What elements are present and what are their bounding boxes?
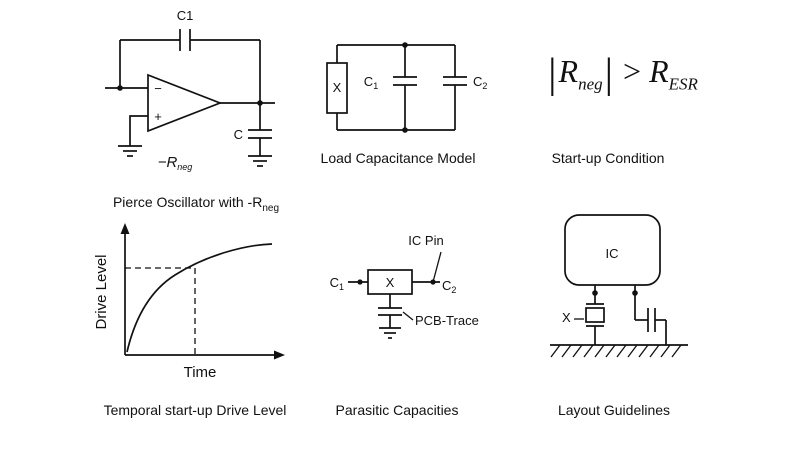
rneg-subscript: neg bbox=[578, 74, 603, 94]
y-axis-label: Drive Level bbox=[93, 254, 110, 329]
load-capacitance-panel: X C1 C2 bbox=[315, 25, 487, 140]
pcb-trace-pointer-line bbox=[402, 311, 414, 321]
node-dot bbox=[117, 85, 123, 91]
abs-bar-left: | bbox=[548, 51, 557, 97]
startup-condition-formula: |Rneg|>RESR bbox=[522, 50, 722, 98]
c2-label: C2 bbox=[473, 74, 487, 91]
ic-body: IC bbox=[564, 214, 661, 286]
c2-lead: C2 IC Pin bbox=[408, 233, 456, 295]
drive-level-curve bbox=[126, 243, 273, 353]
c1-label: C1 bbox=[177, 8, 194, 23]
pcb-trace-capacitor: PCB-Trace bbox=[378, 294, 479, 339]
negative-resistance-label: −Rneg bbox=[158, 154, 193, 172]
crystal-to-ground-branch: X bbox=[562, 285, 605, 345]
opamp-triangle: − + bbox=[147, 73, 223, 133]
resr-subscript: ESR bbox=[668, 74, 698, 94]
crystal-label: X bbox=[386, 275, 395, 290]
load-capacitance-caption: Load Capacitance Model bbox=[320, 150, 476, 166]
parasitic-diagram: X C1 C2 IC Pin bbox=[330, 233, 479, 339]
parasitic-caption: Parasitic Capacities bbox=[335, 402, 459, 418]
x-axis-arrow-icon bbox=[274, 350, 285, 360]
ground-icon bbox=[118, 145, 142, 157]
ic-label: IC bbox=[606, 246, 619, 261]
node-dot bbox=[357, 279, 363, 285]
node-dot bbox=[402, 127, 408, 133]
axes bbox=[120, 223, 285, 360]
crystal-label: X bbox=[562, 310, 571, 325]
inverting-input-wire bbox=[105, 40, 148, 91]
c1-branch: C1 bbox=[364, 42, 417, 133]
c1-label: C1 bbox=[364, 74, 378, 91]
abs-bar-right: | bbox=[604, 51, 614, 97]
pcb-trace-label: PCB-Trace bbox=[415, 313, 479, 328]
load-capacitance-diagram: X C1 C2 bbox=[326, 42, 487, 133]
ground-plane-hatch bbox=[550, 344, 688, 358]
ground-icon bbox=[248, 155, 272, 167]
plus-input-sign: + bbox=[154, 109, 162, 124]
crystal-box: X bbox=[367, 269, 413, 295]
node-dot bbox=[402, 42, 408, 48]
layout-caption: Layout Guidelines bbox=[557, 402, 671, 418]
minus-input-sign: − bbox=[154, 81, 162, 96]
x-axis-label: Time bbox=[184, 364, 217, 381]
drive-level-panel: Drive Level Time bbox=[80, 218, 310, 403]
c1-feedback-capacitor: C1 bbox=[120, 8, 260, 51]
noninverting-ground-branch bbox=[118, 115, 148, 157]
c1-lead: C1 bbox=[330, 275, 368, 292]
drive-level-caption: Temporal start-up Drive Level bbox=[103, 402, 287, 418]
rneg-symbol: R bbox=[558, 53, 579, 89]
crystal-branch: X bbox=[326, 45, 348, 130]
startup-condition-caption: Start-up Condition bbox=[551, 150, 665, 166]
greater-than-sign: > bbox=[623, 53, 642, 89]
output-branch: C bbox=[220, 40, 275, 167]
layout-panel: IC X bbox=[540, 205, 700, 420]
c1-label: C1 bbox=[330, 275, 344, 292]
pierce-caption: Pierce Oscillator with -Rneg bbox=[112, 194, 280, 214]
node-dot bbox=[592, 290, 598, 296]
ic-pin-pointer-line bbox=[432, 251, 442, 283]
crystal-label: X bbox=[333, 80, 342, 95]
parasitic-panel: X C1 C2 IC Pin bbox=[315, 228, 485, 398]
layout-diagram: IC X bbox=[550, 214, 688, 358]
c2-label: C2 bbox=[442, 278, 456, 295]
drive-level-chart: Drive Level Time bbox=[93, 223, 285, 381]
resr-symbol: R bbox=[649, 53, 669, 89]
y-axis-arrow-icon bbox=[120, 223, 130, 234]
c-label: C bbox=[234, 127, 243, 142]
ground-icon bbox=[379, 327, 401, 339]
c-load-capacitor: C bbox=[234, 127, 272, 142]
capacitor-to-ground-branch bbox=[632, 285, 667, 345]
ic-pin-label: IC Pin bbox=[408, 233, 443, 248]
pierce-oscillator-panel: C1 − + bbox=[75, 0, 305, 185]
pierce-oscillator-diagram: C1 − + bbox=[105, 8, 275, 172]
node-dot bbox=[632, 290, 638, 296]
c2-branch: C2 bbox=[443, 45, 487, 130]
